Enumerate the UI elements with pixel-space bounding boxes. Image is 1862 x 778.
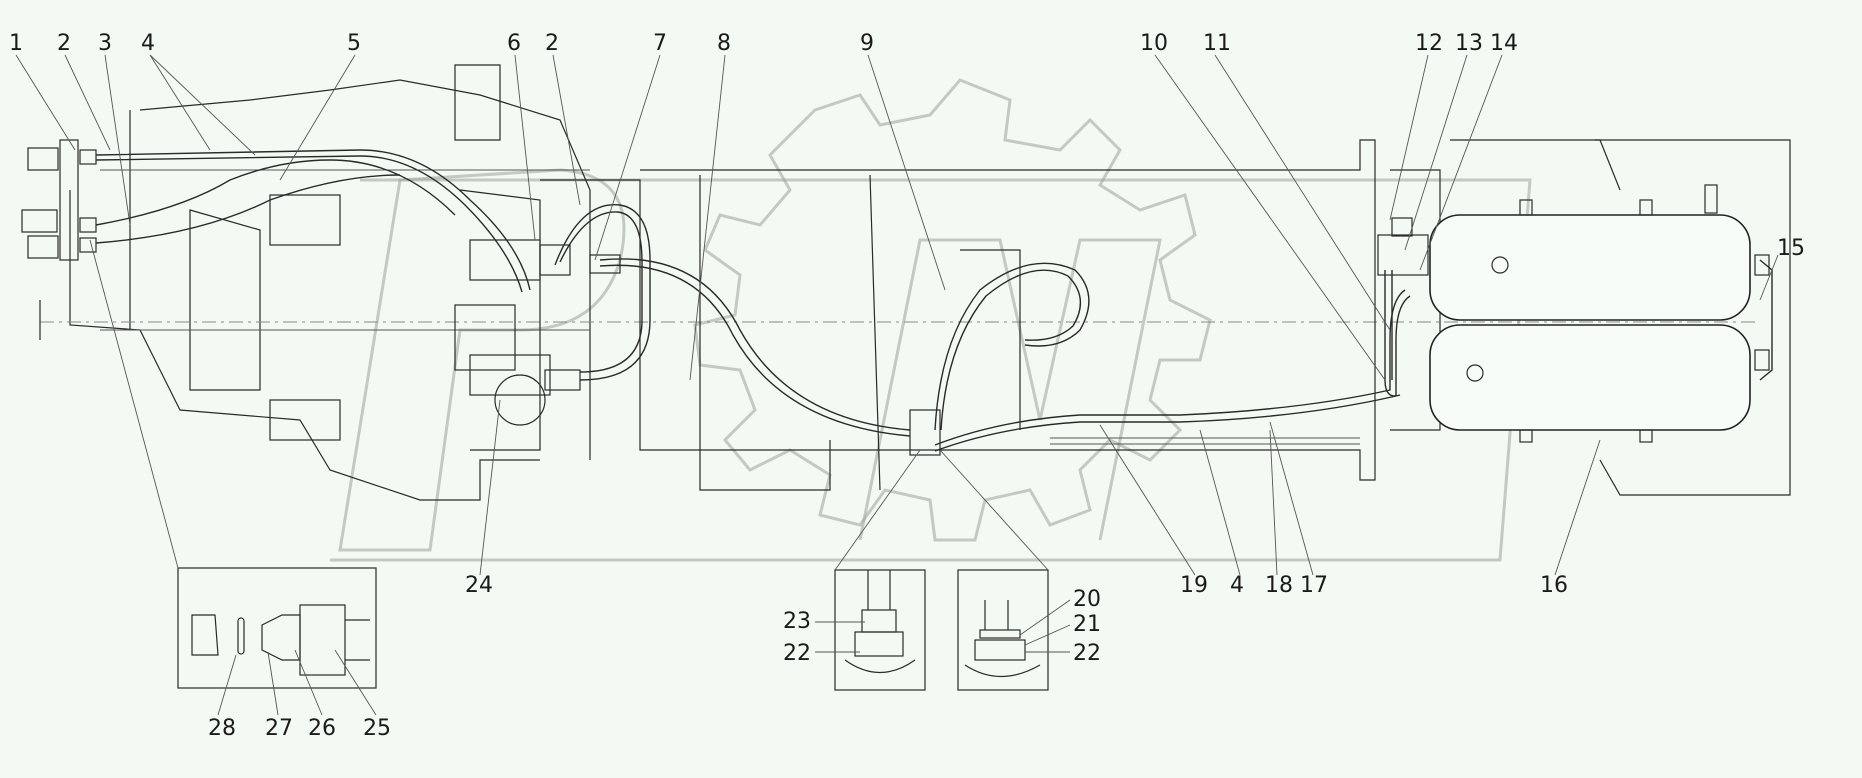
callout-23: 23 [783,609,811,634]
callout-24: 24 [465,573,493,598]
callout-9: 9 [860,31,874,56]
callout-18: 18 [1265,573,1293,598]
callout-6: 6 [507,31,521,56]
callout-4: 4 [141,31,155,56]
callout-22b: 22 [1073,641,1101,666]
callout-13: 13 [1455,31,1483,56]
callout-16: 16 [1540,573,1568,598]
callout-22: 22 [783,641,811,666]
callout-20: 20 [1073,587,1101,612]
callout-7: 7 [653,31,667,56]
air-tanks [1377,184,1770,443]
callout-8: 8 [717,31,731,56]
watermark-logo [330,78,1532,562]
detail-view-fitting [177,567,377,689]
callout-12: 12 [1415,31,1443,56]
callout-4b: 4 [1230,573,1244,598]
leader-lines [15,54,1779,716]
callout-28: 28 [208,716,236,741]
callout-5: 5 [347,31,361,56]
callout-19: 19 [1180,573,1208,598]
detail-view-23 [834,569,926,691]
callout-2b: 2 [545,31,559,56]
callout-11: 11 [1203,31,1231,56]
air-pipes [95,149,1773,452]
callout-labels: 1 2 3 4 5 6 2 7 8 9 10 11 12 13 14 15 16… [9,31,1805,741]
callout-26: 26 [308,716,336,741]
callout-21: 21 [1073,612,1101,637]
brake-valves [269,194,941,456]
callout-15: 15 [1777,236,1805,261]
callout-1: 1 [9,31,23,56]
callout-3: 3 [98,31,112,56]
callout-17: 17 [1300,573,1328,598]
chassis-frame [39,64,1791,501]
callout-27: 27 [265,716,293,741]
callout-14: 14 [1490,31,1518,56]
coupling-heads [21,139,97,261]
detail-view-20-21 [957,569,1049,691]
callout-10: 10 [1140,31,1168,56]
callout-2: 2 [57,31,71,56]
callout-25: 25 [363,716,391,741]
